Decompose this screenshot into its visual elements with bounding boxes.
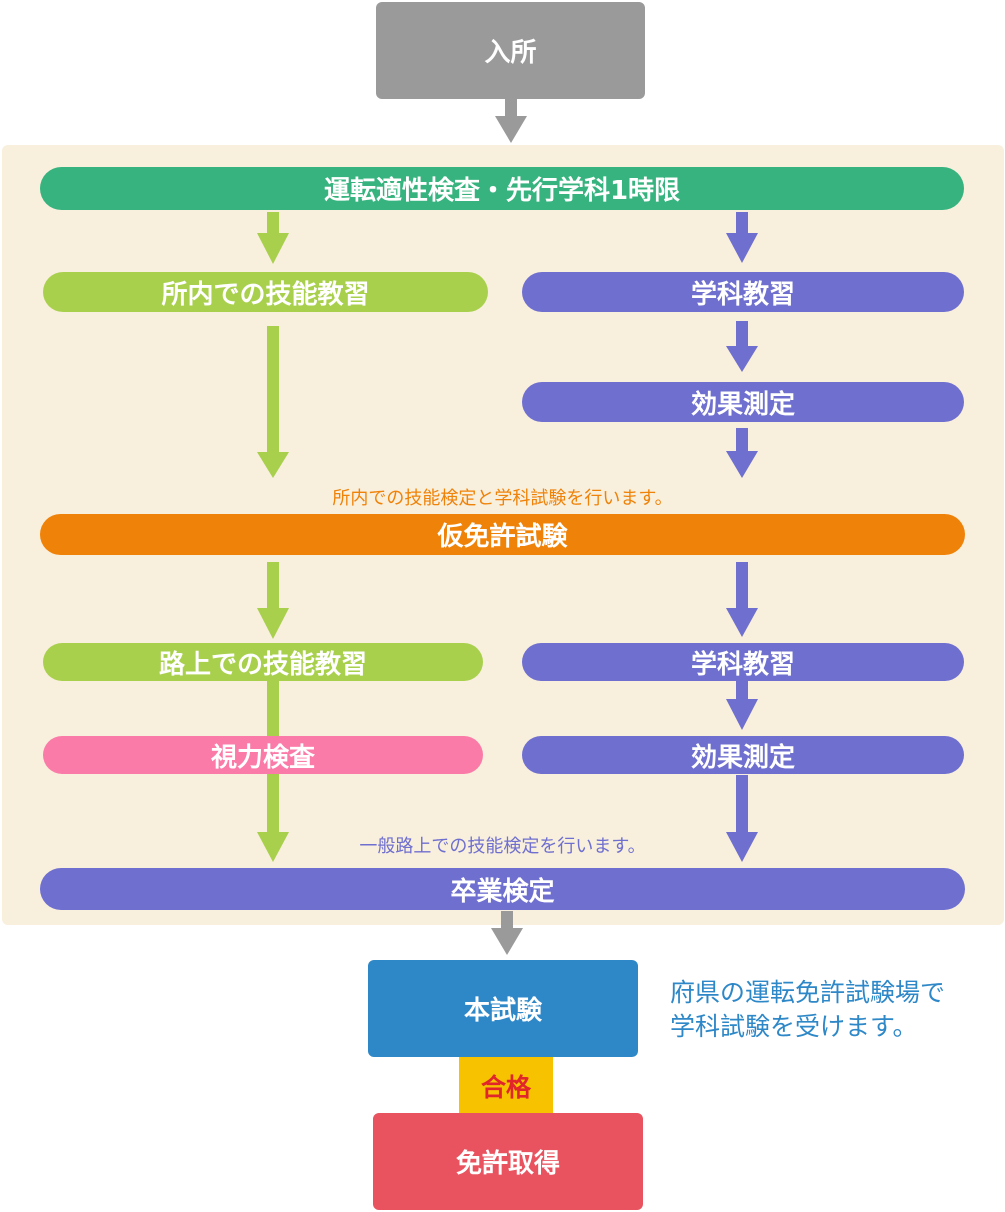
pass-label: 合格 (480, 1073, 531, 1102)
provisional-exam-label: 仮免許試験 (437, 522, 568, 552)
arrow-green-4 (257, 680, 289, 862)
provisional-exam-bar: 仮免許試験 (40, 514, 965, 555)
arrow-purple-1 (726, 212, 758, 263)
academic-lesson-box-1: 学科教習 (522, 272, 964, 312)
course-practice-label: 所内での技能教習 (161, 279, 370, 310)
vision-test-box: 視力検査 (43, 736, 483, 774)
academic-lesson-label-1: 学科教習 (690, 279, 795, 310)
arrow-green-1 (257, 212, 289, 264)
admission-box: 入所 (376, 2, 645, 99)
academic-lesson-box-2: 学科教習 (522, 643, 964, 681)
pass-badge: 合格 (459, 1057, 553, 1115)
arrow-purple-5 (726, 680, 758, 730)
aptitude-test-label: 運転適性検査・先行学科1時限 (323, 176, 681, 206)
license-box: 免許取得 (373, 1113, 643, 1210)
vision-test-label: 視力検査 (210, 742, 315, 773)
main-exam-box: 本試験 (368, 960, 638, 1057)
license-label: 免許取得 (455, 1149, 560, 1179)
main-exam-label: 本試験 (463, 996, 542, 1026)
effect-test-label-1: 効果測定 (690, 389, 795, 420)
arrow-green-3 (257, 562, 289, 639)
arrow-green-2 (257, 326, 289, 478)
arrow-purple-4 (726, 562, 758, 637)
arrow-admission-down (495, 99, 527, 143)
effect-test-box-1: 効果測定 (522, 382, 964, 422)
arrow-graduation-down (491, 911, 523, 955)
academic-lesson-label-2: 学科教習 (690, 649, 795, 680)
main-exam-note: 府県の運転免許試験場で 学科試験を受けます。 (670, 976, 945, 1044)
provisional-note: 所内での技能検定と学科試験を行います。 (332, 488, 673, 509)
arrow-purple-6 (726, 775, 758, 862)
course-practice-box: 所内での技能教習 (43, 272, 488, 312)
main-exam-note-line1: 府県の運転免許試験場で (670, 978, 946, 1007)
graduation-exam-label: 卒業検定 (450, 876, 555, 907)
effect-test-box-2: 効果測定 (522, 736, 964, 774)
aptitude-test-bar: 運転適性検査・先行学科1時限 (40, 167, 964, 210)
effect-test-label-2: 効果測定 (690, 742, 795, 773)
graduation-exam-bar: 卒業検定 (40, 868, 965, 910)
admission-label: 入所 (484, 38, 537, 68)
arrow-purple-3 (726, 428, 758, 478)
arrow-purple-2 (726, 321, 758, 372)
road-practice-box: 路上での技能教習 (43, 643, 483, 681)
main-exam-note-line2: 学科試験を受けます。 (670, 1012, 918, 1041)
road-practice-label: 路上での技能教習 (158, 649, 367, 680)
graduation-note: 一般路上での技能検定を行います。 (359, 836, 646, 857)
